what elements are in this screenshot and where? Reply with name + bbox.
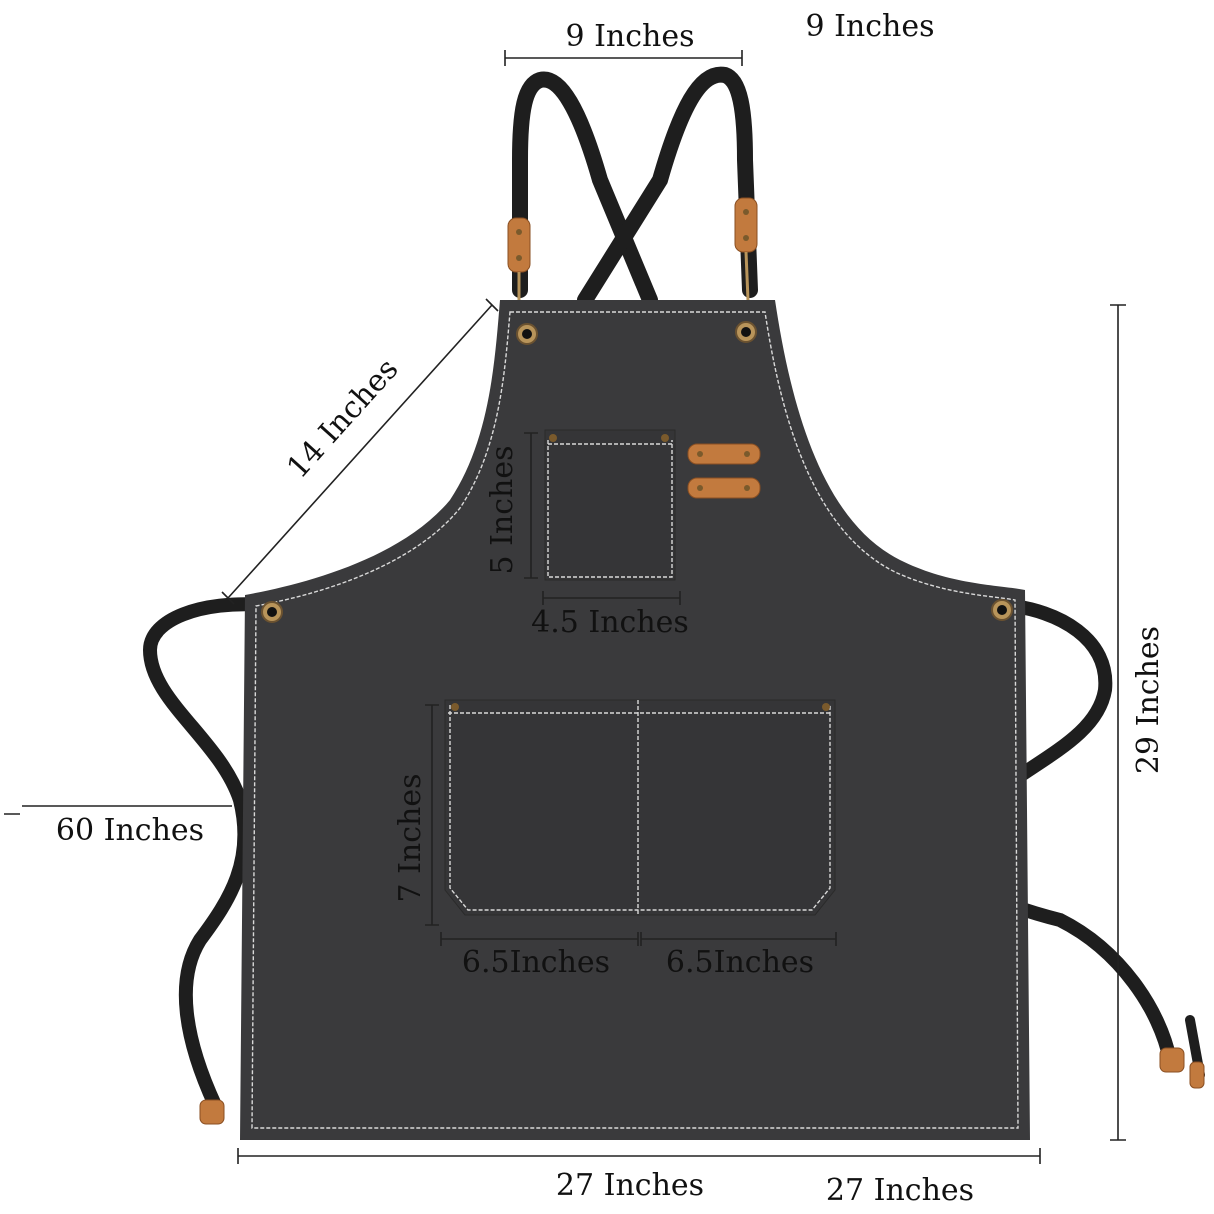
left-waist-tie <box>142 597 272 1112</box>
grommets <box>261 321 1013 623</box>
leather-pen-loops <box>687 443 761 499</box>
total-length-label: 29 Inches <box>1131 626 1166 774</box>
total-width-label: 27 Inches <box>556 1168 704 1203</box>
neck-strap-right <box>577 66 758 308</box>
strap-spacing-label-duplicate: 9 Inches <box>805 9 934 44</box>
front-pocket-height-label: 7 Inches <box>393 773 428 902</box>
chest-pocket-height-label: 5 Inches <box>485 445 520 574</box>
strap-leather-tabs <box>507 197 758 301</box>
strap-spacing-label: 9 Inches <box>565 19 694 54</box>
total-width-label-duplicate: 27 Inches <box>826 1173 974 1208</box>
front-pocket-right-width-label: 6.5Inches <box>666 945 814 980</box>
chest-pocket-width-label: 4.5 Inches <box>531 605 689 640</box>
bib-diagonal-label: 14 Inches <box>280 352 405 486</box>
front-pocket-left-width-label: 6.5Inches <box>462 945 610 980</box>
neck-strap-left <box>512 71 658 308</box>
tie-length-label: 60 Inches <box>56 813 204 848</box>
front-pocket <box>444 699 836 916</box>
chest-pocket <box>544 429 676 581</box>
